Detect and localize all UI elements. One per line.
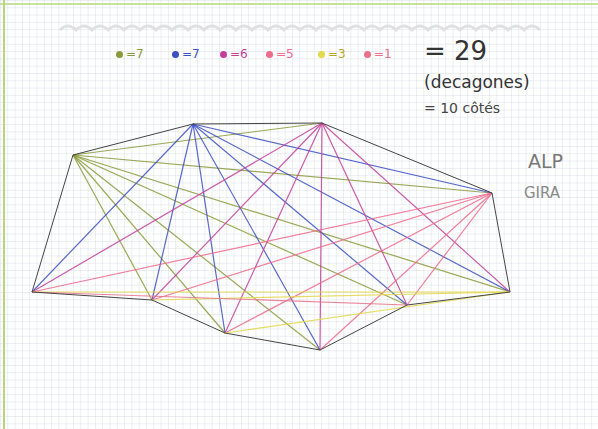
legend-swatch (172, 51, 179, 58)
diagonal-line (322, 123, 510, 292)
margin-line (3, 0, 5, 429)
diagonal-line (32, 291, 510, 292)
legend-text: =3 (328, 47, 346, 61)
diagonal-line (152, 124, 193, 300)
legend-item: =7 (116, 47, 144, 61)
legend-text: =1 (374, 47, 392, 61)
note-text: (decagones) (424, 72, 530, 92)
note-text: ALP (528, 150, 563, 172)
diagonals (32, 123, 510, 350)
diagonal-line (225, 193, 492, 333)
legend-item: =6 (220, 47, 248, 61)
legend-swatch (318, 51, 325, 58)
legend-text: =7 (182, 47, 200, 61)
diagonal-line (32, 124, 193, 292)
note-text: = 10 côtés (424, 100, 500, 116)
diagonal-line (407, 193, 492, 305)
note-text: = 29 (424, 36, 487, 66)
diagonal-line (152, 193, 492, 300)
diagonal-line (193, 124, 407, 305)
legend-text: =5 (276, 47, 294, 61)
legend-swatch (220, 51, 227, 58)
diagonal-line (32, 193, 492, 292)
legend-swatch (364, 51, 371, 58)
legend-swatch (266, 51, 273, 58)
diagonal-line (320, 123, 322, 350)
legend-item: =1 (364, 47, 392, 61)
legend-swatch (116, 51, 123, 58)
diagonal-line (193, 124, 492, 193)
margin-line (0, 3, 598, 5)
diagonal-line (73, 155, 407, 305)
diagonal-line (73, 155, 320, 350)
torn-edge (60, 26, 540, 30)
note-text: GIRA (524, 184, 560, 202)
legend-text: =6 (230, 47, 248, 61)
legend-item: =5 (266, 47, 294, 61)
diagonal-line (32, 123, 322, 292)
diagonal-line (73, 155, 152, 300)
diagonal-line (225, 292, 510, 333)
diagonal-line (320, 193, 492, 350)
legend-text: =7 (126, 47, 144, 61)
legend-item: =7 (172, 47, 200, 61)
diagonal-line (32, 292, 407, 305)
legend-item: =3 (318, 47, 346, 61)
diagonal-line (73, 155, 492, 193)
decagon-outline (32, 123, 510, 350)
